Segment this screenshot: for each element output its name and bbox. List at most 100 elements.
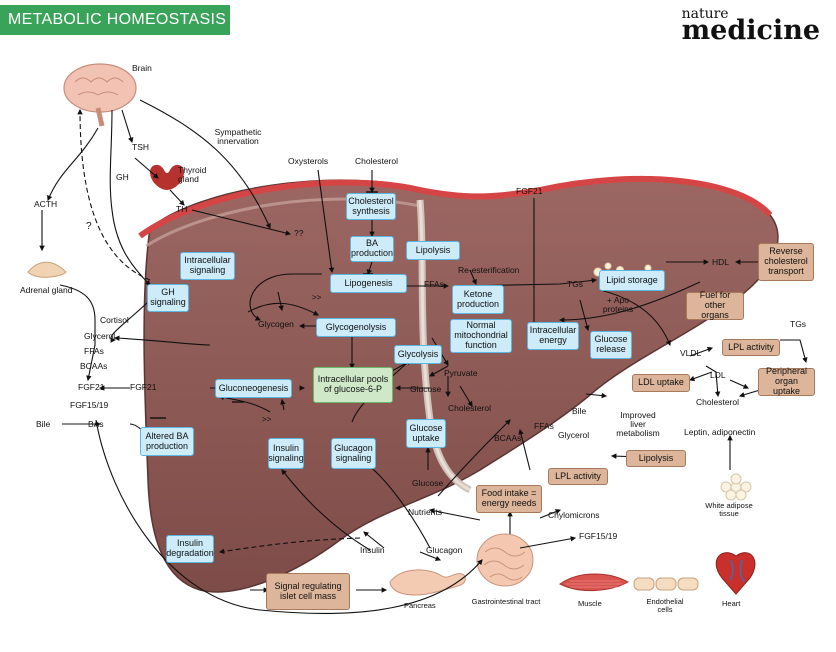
label-brain: Brain: [132, 63, 152, 73]
label-chylomicrons: Chylomicrons: [548, 510, 600, 520]
box-fuel-other-organs: Fuel for other organs: [686, 290, 744, 320]
label-oxysterols: Oxysterols: [288, 156, 329, 166]
label-gi-tract: Gastrointestinal tract: [471, 597, 541, 606]
thyroid-organ: [150, 164, 184, 190]
logo-nature: nature: [681, 6, 729, 22]
label-double-question: ??: [294, 228, 304, 238]
label-muscle: Muscle: [578, 599, 602, 608]
box-altered-ba: Altered BA production: [140, 427, 194, 456]
label-insulin: Insulin: [360, 545, 385, 555]
box-intracellular-energy: Intracellular energy: [527, 322, 579, 350]
box-glycogenolysis: Glycogenolysis: [316, 318, 396, 337]
label-adrenal-gland: Adrenal gland: [20, 285, 73, 295]
label-ffas-bottom: FFAs: [534, 421, 554, 431]
label-nutrients: Nutrients: [408, 507, 443, 517]
title-banner: METABOLIC HOMEOSTASIS: [0, 5, 230, 35]
box-ketone-production: Ketone production: [452, 285, 504, 314]
gi-organ: [476, 533, 534, 587]
label-cholesterol-top: Cholesterol: [355, 156, 398, 166]
label-ffas-left: FFAs: [84, 346, 104, 356]
box-peripheral-uptake: Peripheral organ uptake: [758, 366, 815, 396]
box-glycolysis: Glycolysis: [394, 345, 442, 364]
brain-organ: [63, 63, 137, 127]
label-cortisol: Cortisol: [100, 315, 129, 325]
label-sympathetic: Sympathetic innervation: [214, 127, 262, 146]
logo-medicine: medicine: [681, 14, 820, 46]
box-normal-mitochondrial: Normal mitochondrial function: [450, 319, 512, 353]
box-insulin-signaling: Insulin signaling: [268, 438, 304, 469]
label-glucagon: Glucagon: [426, 545, 463, 555]
label-tgs-mid: TGs: [567, 279, 584, 289]
label-fgf15-left: FGF15/19: [70, 400, 109, 410]
box-lipogenesis: Lipogenesis: [330, 274, 407, 293]
label-cholesterol-right: Cholesterol: [696, 397, 739, 407]
label-pancreas: Pancreas: [404, 601, 436, 610]
label-gt-1: >>: [312, 293, 322, 302]
label-bas: BAs: [88, 419, 104, 429]
box-cholesterol-synthesis: Cholesterol synthesis: [346, 193, 396, 220]
box-glucose-release: Glucose release: [590, 331, 632, 359]
box-insulin-degradation: Insulin degradation: [166, 535, 214, 563]
label-thyroid-gland: Thyroid gland: [178, 165, 207, 184]
pancreas-organ: [389, 569, 466, 596]
label-ldl: LDL: [710, 370, 726, 380]
label-bcaas-left: BCAAs: [80, 361, 108, 371]
label-fgf21-top: FGF21: [516, 186, 543, 196]
label-heart: Heart: [722, 599, 741, 608]
box-lipid-storage: Lipid storage: [599, 270, 665, 291]
box-glucose-uptake: Glucose uptake: [406, 419, 446, 448]
label-gh: GH: [116, 172, 129, 182]
label-re-esterification: Re-esterification: [458, 265, 520, 275]
box-glucagon-signaling: Glucagon signaling: [331, 438, 376, 469]
box-lipolysis-liver: Lipolysis: [406, 241, 460, 260]
label-white-adipose: White adipose tissue: [705, 501, 753, 518]
heart-organ: [715, 552, 756, 595]
muscle-organ: [559, 573, 630, 592]
box-ba-production: BA production: [350, 236, 394, 262]
label-hdl: HDL: [712, 257, 730, 267]
label-vldl: VLDL: [680, 348, 702, 358]
label-bile-left: Bile: [36, 419, 51, 429]
label-fgf15-bottom: FGF15/19: [579, 531, 618, 541]
liver-rim: [138, 176, 773, 239]
label-tgs-right: TGs: [790, 319, 807, 329]
label-glycerol-left: Glycerol: [84, 331, 116, 341]
box-gluconeogenesis: Gluconeogenesis: [215, 379, 292, 398]
endothelial-organ: [633, 577, 699, 591]
label-fgf21-arrow: FGF21: [130, 382, 157, 392]
box-lpl-activity-bottom: LPL activity: [548, 468, 608, 485]
label-apo-proteins: + Apo proteins: [602, 295, 634, 314]
label-tsh: TSH: [132, 142, 149, 152]
pathway-arrows: [39, 99, 808, 614]
label-glycerol-bottom: Glycerol: [558, 430, 590, 440]
box-signal-islet: Signal regulating islet cell mass: [266, 573, 350, 610]
box-intracellular-signaling: Intracellular signaling: [180, 252, 235, 280]
label-acth: ACTH: [34, 199, 58, 209]
label-gt-2: >>: [262, 415, 272, 424]
label-fgf21-left: FGF21: [78, 382, 105, 392]
label-bile-right: Bile: [572, 406, 587, 416]
box-ldl-uptake: LDL uptake: [632, 374, 690, 392]
box-reverse-cholesterol: Reverse cholesterol transport: [758, 243, 814, 281]
box-food-intake: Food intake = energy needs: [476, 485, 542, 513]
box-lipolysis-adipose: Lipolysis: [626, 450, 686, 467]
label-cholesterol-mid: Cholesterol: [448, 403, 491, 413]
label-glucose-mid: Glucose: [410, 384, 442, 394]
label-ffas-mid: FFAs: [424, 279, 444, 289]
label-endothelial: Endothelial cells: [646, 597, 684, 614]
box-intracellular-pools: Intracellular pools of glucose-6-P: [313, 367, 393, 403]
box-gh-signaling: GH signaling: [147, 284, 189, 312]
label-leptin: Leptin, adiponectin: [684, 427, 756, 437]
label-glucose-bottom: Glucose: [412, 478, 444, 488]
label-th: TH: [176, 204, 188, 214]
adrenal-organ: [27, 261, 67, 278]
box-lpl-activity-right: LPL activity: [722, 339, 780, 356]
label-bcaas-bottom: BCAAs: [494, 433, 522, 443]
label-pyruvate: Pyruvate: [444, 368, 478, 378]
label-question: ?: [86, 221, 92, 232]
label-glycogen: Glycogen: [258, 319, 294, 329]
adipose-organ: [720, 473, 752, 501]
label-improved-liver: Improved liver metabolism: [616, 410, 660, 438]
journal-logo: nature medicine: [681, 6, 820, 46]
